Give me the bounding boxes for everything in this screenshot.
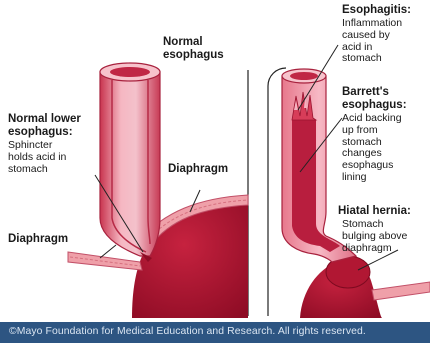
hiatal-hernia-body: Stomach bulging above diaphragm: [342, 219, 407, 254]
diaphragm-center-label: Diaphragm: [168, 163, 228, 176]
leader-diaphragm-left: [100, 245, 116, 258]
esophagitis-title: Esophagitis:: [342, 4, 411, 17]
normal-esophagus-title: Normal esophagus: [163, 36, 224, 62]
normal-anatomy: [68, 63, 248, 318]
barretts-lining: [292, 120, 340, 252]
barretts-esophagus-title: Barrett's esophagus:: [342, 86, 407, 112]
copyright-text: ©Mayo Foundation for Medical Education a…: [9, 326, 366, 337]
copyright-footer: ©Mayo Foundation for Medical Education a…: [0, 322, 430, 343]
hiatal-hernia-title: Hiatal hernia:: [338, 205, 411, 218]
normal-esophagus-tube: [100, 72, 160, 256]
esophagitis-body: Inflammation caused by acid in stomach: [342, 18, 402, 65]
normal-lower-esophagus-title: Normal lower esophagus:: [8, 113, 81, 139]
barretts-esophagus-body: Acid backing up from stomach changes eso…: [342, 113, 402, 184]
diaphragm-left-label: Diaphragm: [8, 233, 68, 246]
normal-lower-esophagus-body: Sphincter holds acid in stomach: [8, 140, 66, 175]
diaphragm-band-right: [372, 282, 430, 300]
